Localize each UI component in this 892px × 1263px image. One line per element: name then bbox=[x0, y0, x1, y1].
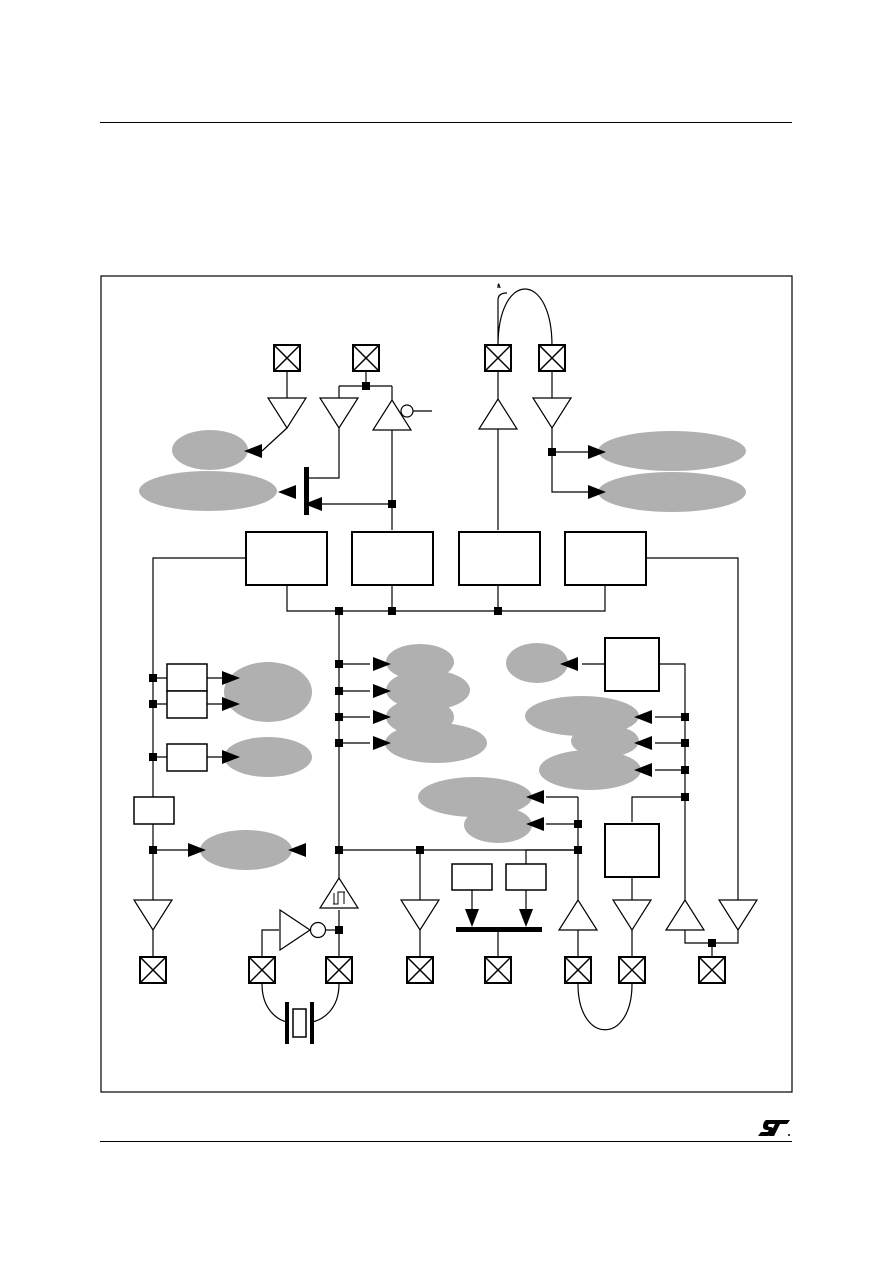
pad-icon bbox=[484, 956, 512, 984]
block bbox=[166, 743, 208, 772]
junction-dot-icon bbox=[335, 926, 343, 934]
pad-icon bbox=[618, 956, 646, 984]
arrow-icon bbox=[465, 909, 479, 927]
pad-icon bbox=[139, 956, 167, 984]
diagram-frame bbox=[100, 275, 793, 1093]
junction-dot-icon bbox=[574, 846, 582, 854]
cloud bbox=[598, 472, 746, 512]
junction-dot-icon bbox=[681, 739, 689, 747]
junction-dot-icon bbox=[362, 382, 370, 390]
junction-dot-icon bbox=[335, 660, 343, 668]
wires bbox=[152, 283, 739, 1031]
schmitt-trigger-icon bbox=[318, 876, 360, 909]
cloud bbox=[224, 737, 312, 777]
clouds bbox=[139, 430, 746, 870]
junction-dot-icon bbox=[388, 607, 396, 615]
junction-dot-icon bbox=[708, 939, 716, 947]
junction-dot-icon bbox=[149, 846, 157, 854]
cloud bbox=[598, 431, 746, 471]
cloud bbox=[506, 643, 568, 683]
buffer-icon bbox=[612, 899, 652, 931]
cloud bbox=[385, 723, 487, 763]
pad-icon bbox=[564, 956, 592, 984]
blocks bbox=[133, 531, 660, 891]
block bbox=[166, 690, 208, 719]
junction-dot-icon bbox=[335, 607, 343, 615]
junction-dot-icon bbox=[548, 448, 556, 456]
cloud bbox=[571, 725, 639, 757]
junction-dot-icon bbox=[335, 687, 343, 695]
junction-dot-icon bbox=[416, 846, 424, 854]
cloud bbox=[539, 750, 641, 790]
block bbox=[604, 637, 660, 692]
junction-dot-icon bbox=[335, 713, 343, 721]
buffer-icon bbox=[319, 397, 359, 429]
buffer-icon bbox=[478, 398, 518, 430]
buffer-icon bbox=[267, 397, 307, 429]
pad-icon bbox=[406, 956, 434, 984]
junction-dot-icon bbox=[335, 846, 343, 854]
cloud bbox=[224, 662, 312, 722]
pad-icon bbox=[352, 344, 380, 372]
junction-dot-icon bbox=[494, 607, 502, 615]
junction-dot-icon bbox=[149, 753, 157, 761]
junction-dot-icon bbox=[681, 766, 689, 774]
crystal-icon bbox=[285, 1002, 314, 1044]
cloud bbox=[200, 830, 292, 870]
buffer-icon bbox=[372, 399, 432, 431]
inverter-icon bbox=[279, 908, 339, 952]
pad-icon bbox=[248, 956, 276, 984]
pad-icon bbox=[484, 344, 512, 372]
block bbox=[505, 863, 547, 891]
cloud bbox=[418, 777, 532, 817]
junction-dot-icon bbox=[149, 700, 157, 708]
arrow-icon bbox=[278, 485, 296, 499]
arrow-icon bbox=[519, 909, 533, 927]
buffer-icon bbox=[665, 899, 705, 931]
cloud bbox=[139, 471, 277, 511]
pad-icon bbox=[538, 344, 566, 372]
buffer-icon bbox=[133, 899, 173, 931]
junction-dot-icon bbox=[335, 739, 343, 747]
block bbox=[564, 531, 647, 586]
junction-dot-icon bbox=[149, 674, 157, 682]
block bbox=[451, 863, 493, 891]
junction-dot-icon bbox=[681, 793, 689, 801]
transistor-icon bbox=[304, 467, 317, 515]
cloud bbox=[386, 670, 470, 710]
buffer-icon bbox=[718, 899, 758, 931]
block bbox=[166, 663, 208, 692]
bus-bar bbox=[456, 927, 542, 932]
buffer-icon bbox=[400, 899, 440, 931]
header-rule bbox=[100, 122, 792, 123]
buffer-icon bbox=[558, 899, 598, 931]
block bbox=[604, 823, 660, 878]
pad-icon bbox=[325, 956, 353, 984]
block bbox=[458, 531, 541, 586]
junction-dot-icon bbox=[388, 500, 396, 508]
arrow-icon bbox=[288, 843, 306, 857]
pad-icon bbox=[698, 956, 726, 984]
block bbox=[133, 796, 175, 825]
buffer-icon bbox=[532, 397, 572, 429]
block bbox=[245, 531, 328, 586]
cloud bbox=[464, 807, 532, 843]
junction-dot-icon bbox=[681, 713, 689, 721]
cloud bbox=[172, 430, 248, 470]
pad-icon bbox=[273, 344, 301, 372]
block bbox=[351, 531, 434, 586]
junction-dot-icon bbox=[574, 820, 582, 828]
footer-rule bbox=[100, 1141, 792, 1142]
st-logo-icon bbox=[758, 1120, 790, 1136]
